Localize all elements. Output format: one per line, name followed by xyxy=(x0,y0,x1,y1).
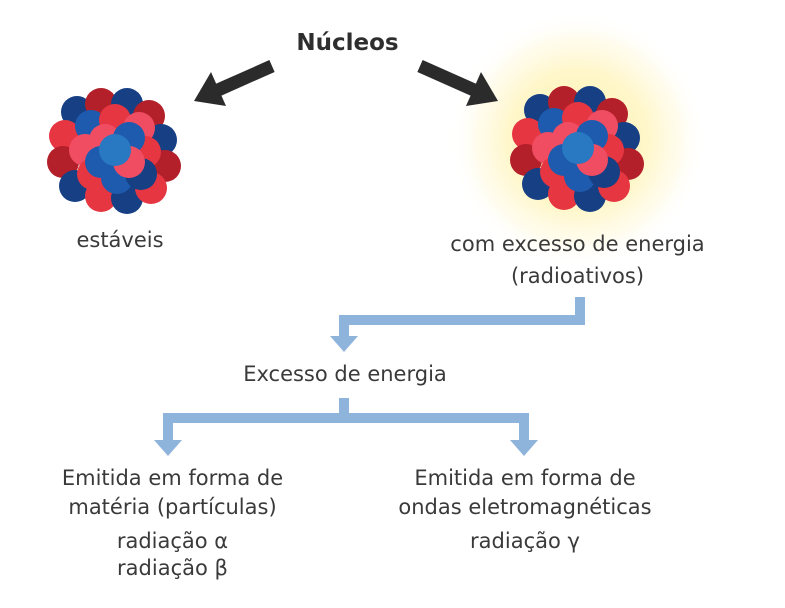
arrow-to-radioactive xyxy=(417,60,498,106)
gamma-radiation-label: radiação γ xyxy=(470,529,580,553)
matter-line-1: Emitida em forma de xyxy=(61,466,284,490)
wave-emission-branch: Emitida em forma de ondas eletromagnétic… xyxy=(355,464,695,555)
radioactive-nucleus-icon xyxy=(510,86,644,212)
stable-nucleus-icon xyxy=(47,88,181,214)
beta-text: radiação β xyxy=(117,556,228,580)
arrow-to-stable xyxy=(194,60,275,106)
particle xyxy=(99,134,131,166)
flow-arrow-split xyxy=(154,398,538,456)
excess-energy-label: Excesso de energia xyxy=(243,362,447,386)
matter-emission-branch: Emitida em forma de matéria (partículas)… xyxy=(20,464,325,582)
alpha-radiation-label: radiação α radiação β xyxy=(20,528,325,582)
wave-line-1: Emitida em forma de xyxy=(414,466,636,490)
radioactive-line-1: com excesso de energia xyxy=(450,232,705,256)
flow-arrow-down xyxy=(330,297,585,352)
alpha-text: radiação α xyxy=(116,529,229,553)
radioactive-nuclei-label: com excesso de energia (radioativos) xyxy=(405,228,750,292)
radioactive-line-2: (radioativos) xyxy=(510,264,645,288)
wave-line-2: ondas eletromagnéticas xyxy=(398,495,652,519)
matter-line-2: matéria (partículas) xyxy=(68,495,277,519)
diagram-title: Núcleos xyxy=(296,30,399,56)
particle xyxy=(562,132,594,164)
stable-nuclei-label: estáveis xyxy=(76,228,164,252)
